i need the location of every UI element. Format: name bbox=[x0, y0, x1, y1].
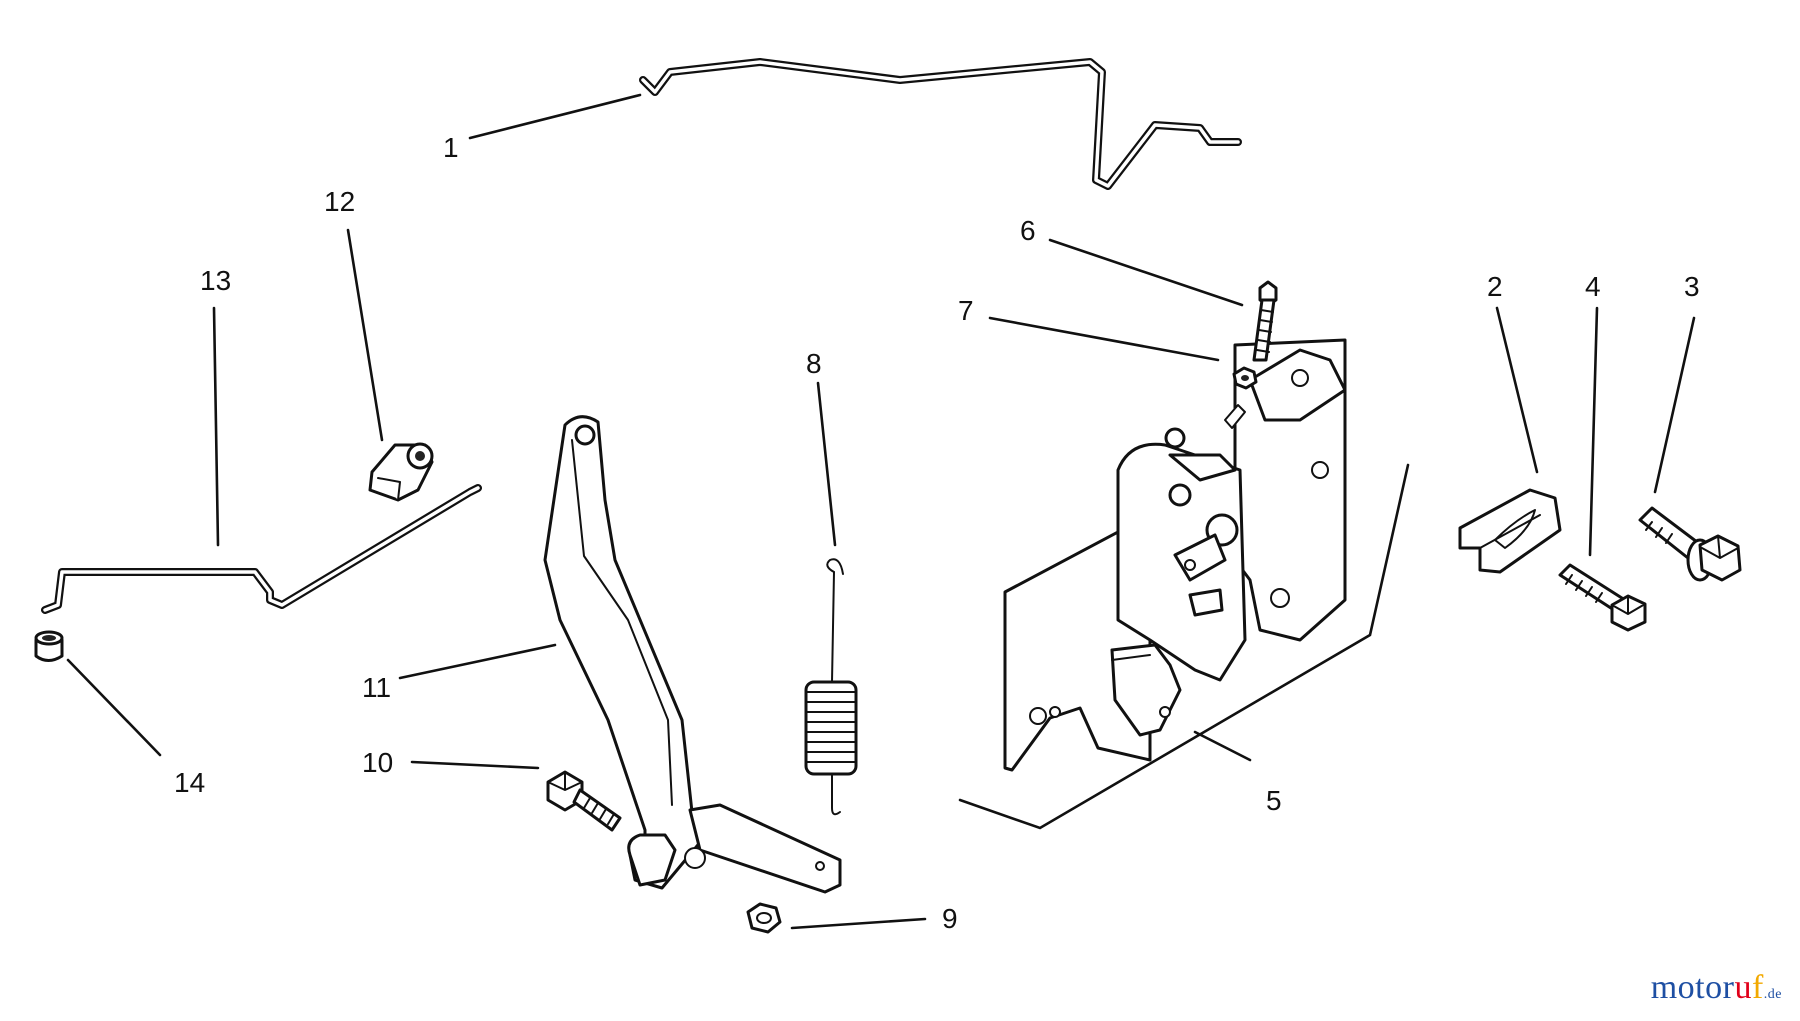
callout-1: 1 bbox=[443, 132, 459, 163]
part-7-nut bbox=[1232, 366, 1258, 390]
leader-4 bbox=[1588, 306, 1599, 557]
part-9-nut bbox=[746, 902, 782, 934]
watermark-tld: .de bbox=[1763, 987, 1782, 1002]
part-2-clip bbox=[1458, 488, 1562, 574]
leader-8 bbox=[816, 381, 837, 547]
leader-10 bbox=[410, 760, 540, 770]
watermark-letter: u bbox=[1734, 969, 1752, 1006]
callout-6: 6 bbox=[1020, 215, 1036, 246]
leader-5 bbox=[958, 463, 1410, 830]
part-13-governor-rod bbox=[41, 484, 482, 614]
part-12-swivel bbox=[368, 442, 434, 502]
watermark-letter: r bbox=[1722, 969, 1735, 1006]
part-4-bolt bbox=[1558, 563, 1647, 632]
callout-4: 4 bbox=[1585, 271, 1601, 302]
leader-11 bbox=[398, 643, 557, 680]
callout-labels: 1 2 3 4 5 6 7 8 9 10 11 12 13 14 bbox=[174, 132, 1700, 934]
leader-6 bbox=[1048, 238, 1244, 307]
leader-3 bbox=[1653, 316, 1696, 494]
callout-10: 10 bbox=[362, 747, 393, 778]
part-3-flange-bolt bbox=[1638, 506, 1742, 582]
callout-5: 5 bbox=[1266, 785, 1282, 816]
leader-13 bbox=[212, 306, 220, 547]
leader-lines bbox=[66, 93, 1696, 930]
callout-2: 2 bbox=[1487, 271, 1503, 302]
callout-7: 7 bbox=[958, 295, 974, 326]
watermark-letter: o bbox=[1705, 969, 1723, 1006]
callout-8: 8 bbox=[806, 348, 822, 379]
part-6-screw bbox=[1252, 280, 1278, 362]
watermark-letter: t bbox=[1695, 969, 1706, 1006]
callout-11: 11 bbox=[362, 672, 391, 703]
leader-1 bbox=[468, 93, 642, 140]
leader-5b bbox=[1193, 730, 1252, 762]
callout-12: 12 bbox=[324, 186, 355, 217]
watermark-letter: o bbox=[1677, 969, 1696, 1006]
leader-2 bbox=[1495, 306, 1539, 474]
leader-9 bbox=[790, 917, 927, 930]
part-11-control-lever bbox=[543, 415, 842, 894]
watermark-letter: f bbox=[1751, 969, 1764, 1006]
callout-14: 14 bbox=[174, 767, 205, 798]
leader-7 bbox=[988, 316, 1220, 362]
part-8-spring bbox=[804, 558, 858, 816]
callout-3: 3 bbox=[1684, 271, 1700, 302]
watermark-logo: motoruf.de bbox=[1651, 969, 1782, 1007]
leader-14 bbox=[66, 658, 162, 757]
callout-9: 9 bbox=[942, 903, 958, 934]
watermark-letter: m bbox=[1650, 969, 1678, 1006]
part-14-bushing bbox=[34, 630, 64, 662]
part-5-control-plate bbox=[1003, 338, 1347, 772]
leader-12 bbox=[346, 228, 384, 442]
part-10-bolt bbox=[546, 770, 622, 832]
part-1-control-rod bbox=[639, 58, 1242, 190]
callout-13: 13 bbox=[200, 265, 231, 296]
